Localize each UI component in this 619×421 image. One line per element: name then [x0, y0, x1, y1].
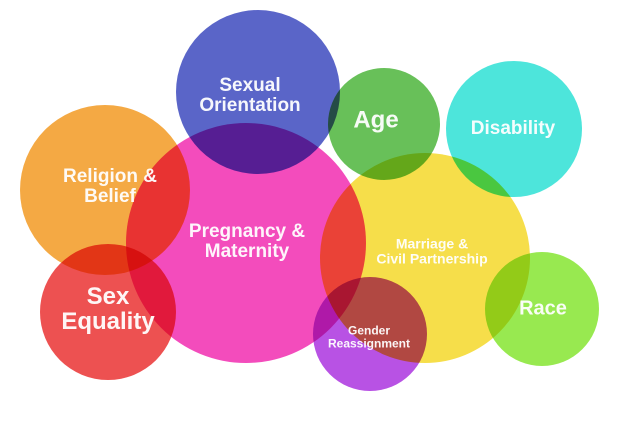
label-line: Civil Partnership — [376, 250, 488, 266]
bubble-race — [485, 252, 599, 366]
label-line: Age — [353, 106, 399, 134]
label-line: Reassignment — [327, 336, 411, 350]
label-line: Maternity — [204, 241, 290, 262]
label-line: Marriage & — [395, 235, 469, 252]
label-race: Race — [519, 297, 567, 320]
label-line: Belief — [84, 186, 136, 207]
bubble-gender-reassignment — [313, 277, 427, 391]
label-line: Pregnancy & — [188, 221, 306, 243]
label-pregnancy: Pregnancy &Maternity — [189, 222, 305, 262]
label-line: Gender — [347, 323, 390, 338]
label-age: Age — [353, 107, 398, 132]
label-line: Sex — [86, 282, 130, 310]
label-line: Sexual — [219, 75, 281, 97]
label-line: Orientation — [199, 95, 301, 116]
label-line: Disability — [470, 118, 556, 140]
label-line: Religion & — [63, 166, 157, 188]
label-line: Equality — [61, 308, 155, 335]
label-disability: Disability — [471, 119, 555, 139]
label-religion: Religion &Belief — [63, 167, 157, 207]
label-line: Race — [519, 297, 567, 320]
label-marriage: Marriage &Civil Partnership — [376, 236, 487, 265]
bubble-sex-equality — [40, 244, 176, 380]
